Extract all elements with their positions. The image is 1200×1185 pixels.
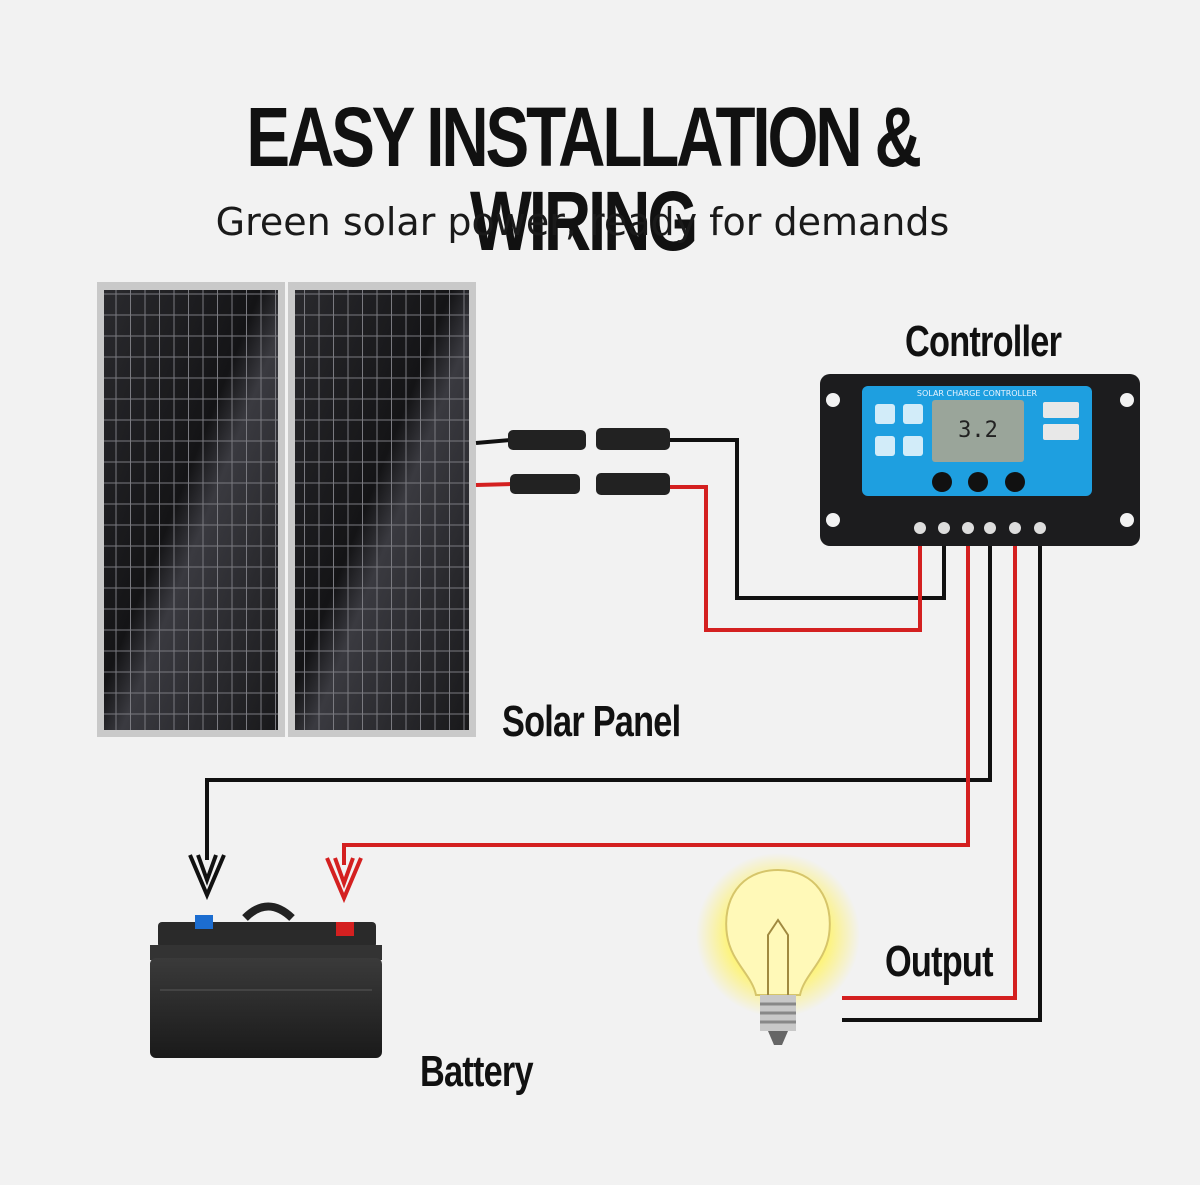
controller-brand-text: SOLAR CHARGE CONTROLLER [917,389,1038,398]
positive-clip [325,857,363,904]
panel-wires [475,428,946,632]
solar-panel-right [288,282,476,737]
output-wires [842,540,1042,1022]
mc4-connector-pos-female [596,473,670,495]
controller-button-3 [1005,472,1025,492]
usb-port-2 [1043,424,1079,440]
mc4-connector-neg-male [508,430,586,450]
controller-display-value: 3.2 [958,418,998,443]
mc4-connector-pos-male [510,474,580,494]
solar-panel-left [97,282,285,737]
controller-label: Controller [905,317,1062,366]
mc4-connector-neg-female [596,428,670,450]
page-title: EASY INSTALLATION & WIRING [246,90,922,268]
charge-controller: SOLAR CHARGE CONTROLLER 3.2 [820,374,1140,546]
solar-panel-label: Solar Panel [502,697,681,746]
controller-button-1 [932,472,952,492]
negative-clip [188,854,226,901]
battery-negative-terminal [195,915,213,929]
battery [150,902,382,1058]
battery-label: Battery [420,1047,534,1096]
battery-wires [205,540,992,865]
battery-positive-terminal [336,922,354,936]
controller-button-2 [968,472,988,492]
page-subtitle: Green solar power, ready for demands [215,200,950,244]
usb-port-1 [1043,402,1079,418]
light-bulb [696,853,860,1045]
controller-terminals [914,522,1046,534]
output-label: Output [885,937,994,986]
controller-lcd [932,400,1024,462]
